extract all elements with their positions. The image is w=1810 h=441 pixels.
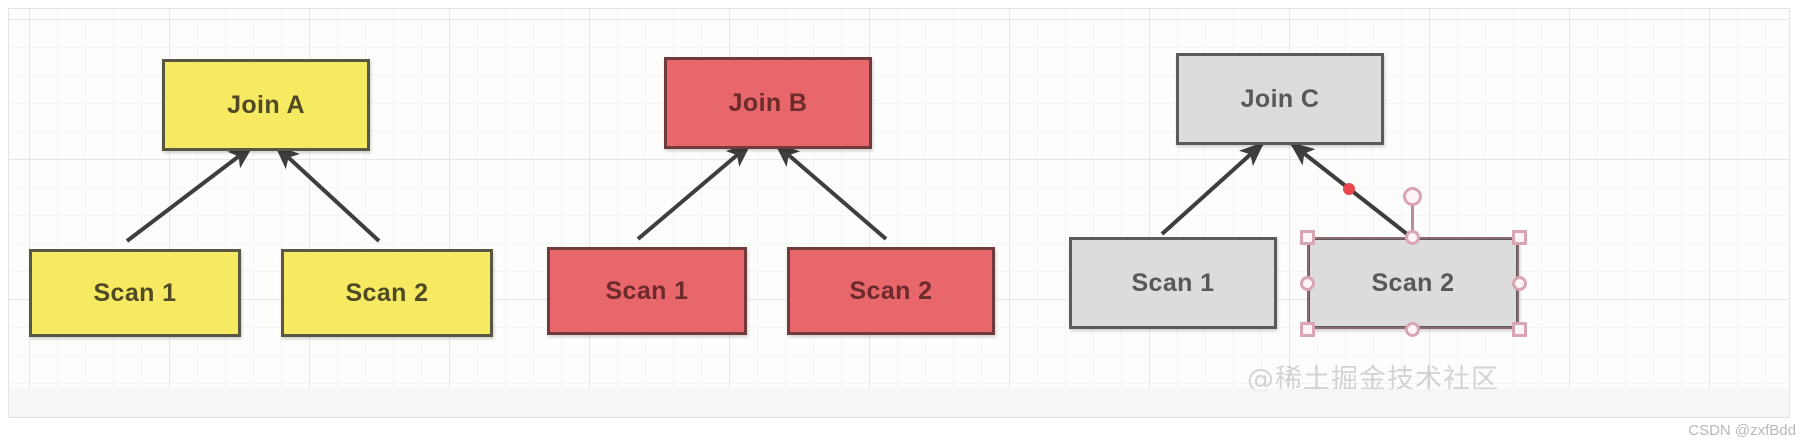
node-label: Join C xyxy=(1240,84,1320,113)
node-label: Scan 1 xyxy=(93,278,177,307)
attribution-watermark: CSDN @zxfBdd xyxy=(1688,422,1796,439)
resize-handle-top-left[interactable] xyxy=(1300,230,1315,245)
node-join-b[interactable]: Join B xyxy=(664,57,872,149)
node-join-c[interactable]: Join C xyxy=(1176,53,1384,145)
resize-handle-top-center[interactable] xyxy=(1405,230,1420,245)
node-c-scan-1[interactable]: Scan 1 xyxy=(1069,237,1277,329)
node-label: Join A xyxy=(227,90,305,119)
resize-handle-bottom-center[interactable] xyxy=(1405,322,1420,337)
edge-group-a xyxy=(125,144,381,243)
rotation-stem xyxy=(1411,199,1414,239)
rotate-handle[interactable] xyxy=(1403,187,1422,206)
node-join-a[interactable]: Join A xyxy=(162,59,370,151)
bottom-strip xyxy=(0,418,1810,441)
edge-group-b xyxy=(636,142,888,241)
node-c-scan-2[interactable]: Scan 2 xyxy=(1307,237,1519,329)
edge-group-c xyxy=(1160,141,1409,236)
edge-marker-dot xyxy=(1343,183,1355,195)
resize-handle-bottom-right[interactable] xyxy=(1512,322,1527,337)
node-a-scan-1[interactable]: Scan 1 xyxy=(29,249,241,337)
node-label: Scan 2 xyxy=(1371,268,1455,297)
node-label: Scan 2 xyxy=(849,276,933,305)
node-label: Join B xyxy=(728,88,808,117)
node-a-scan-2[interactable]: Scan 2 xyxy=(281,249,493,337)
node-b-scan-1[interactable]: Scan 1 xyxy=(547,247,747,335)
node-b-scan-2[interactable]: Scan 2 xyxy=(787,247,995,335)
resize-handle-middle-right[interactable] xyxy=(1512,276,1527,291)
resize-handle-top-right[interactable] xyxy=(1512,230,1527,245)
resize-handle-bottom-left[interactable] xyxy=(1300,322,1315,337)
node-label: Scan 1 xyxy=(1131,268,1215,297)
diagram-canvas[interactable]: Join A Scan 1 Scan 2 Join B Scan 1 Scan … xyxy=(8,8,1790,418)
node-label: Scan 2 xyxy=(345,278,429,307)
resize-handle-middle-left[interactable] xyxy=(1300,276,1315,291)
diagram-watermark: @稀土掘金技术社区 xyxy=(1247,364,1499,395)
node-label: Scan 1 xyxy=(605,276,689,305)
